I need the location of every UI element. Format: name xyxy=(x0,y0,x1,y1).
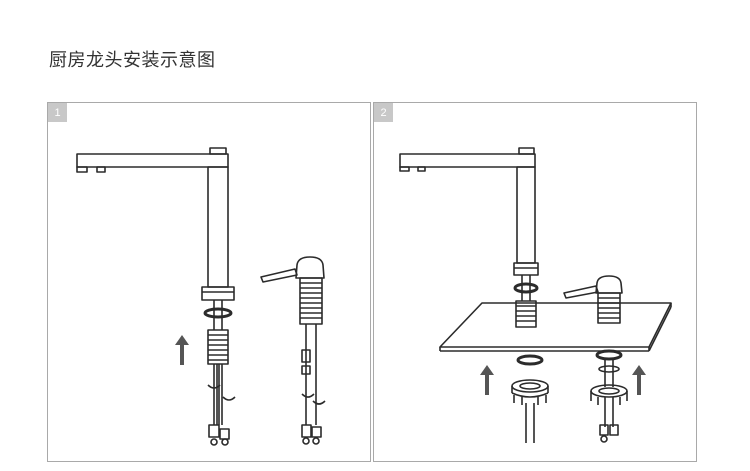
rubber-washer xyxy=(516,354,544,366)
up-arrow-icon xyxy=(175,335,189,365)
step-panel-2: 2 xyxy=(373,102,697,462)
up-arrow-icon xyxy=(632,365,646,395)
step-2-illustration xyxy=(399,147,672,443)
o-ring xyxy=(513,282,539,294)
supply-hoses xyxy=(525,403,535,443)
step-number-badge: 1 xyxy=(48,103,67,122)
soap-dispenser xyxy=(563,275,628,443)
faucet-collar xyxy=(201,286,235,301)
faucet-spout xyxy=(76,147,229,288)
faucet-spout xyxy=(399,147,539,276)
soap-dispenser xyxy=(260,256,326,445)
o-ring xyxy=(203,307,233,319)
step-1-illustration xyxy=(76,147,326,446)
mounting-nut xyxy=(511,379,549,405)
step-panel-1: 1 xyxy=(47,102,371,462)
step-number-badge: 2 xyxy=(374,103,393,122)
supply-hoses xyxy=(207,364,236,446)
page-title: 厨房龙头安装示意图 xyxy=(49,50,216,71)
up-arrow-icon xyxy=(480,365,494,395)
countertop xyxy=(439,302,672,352)
threaded-shank xyxy=(515,275,537,328)
threaded-shank xyxy=(207,300,229,365)
